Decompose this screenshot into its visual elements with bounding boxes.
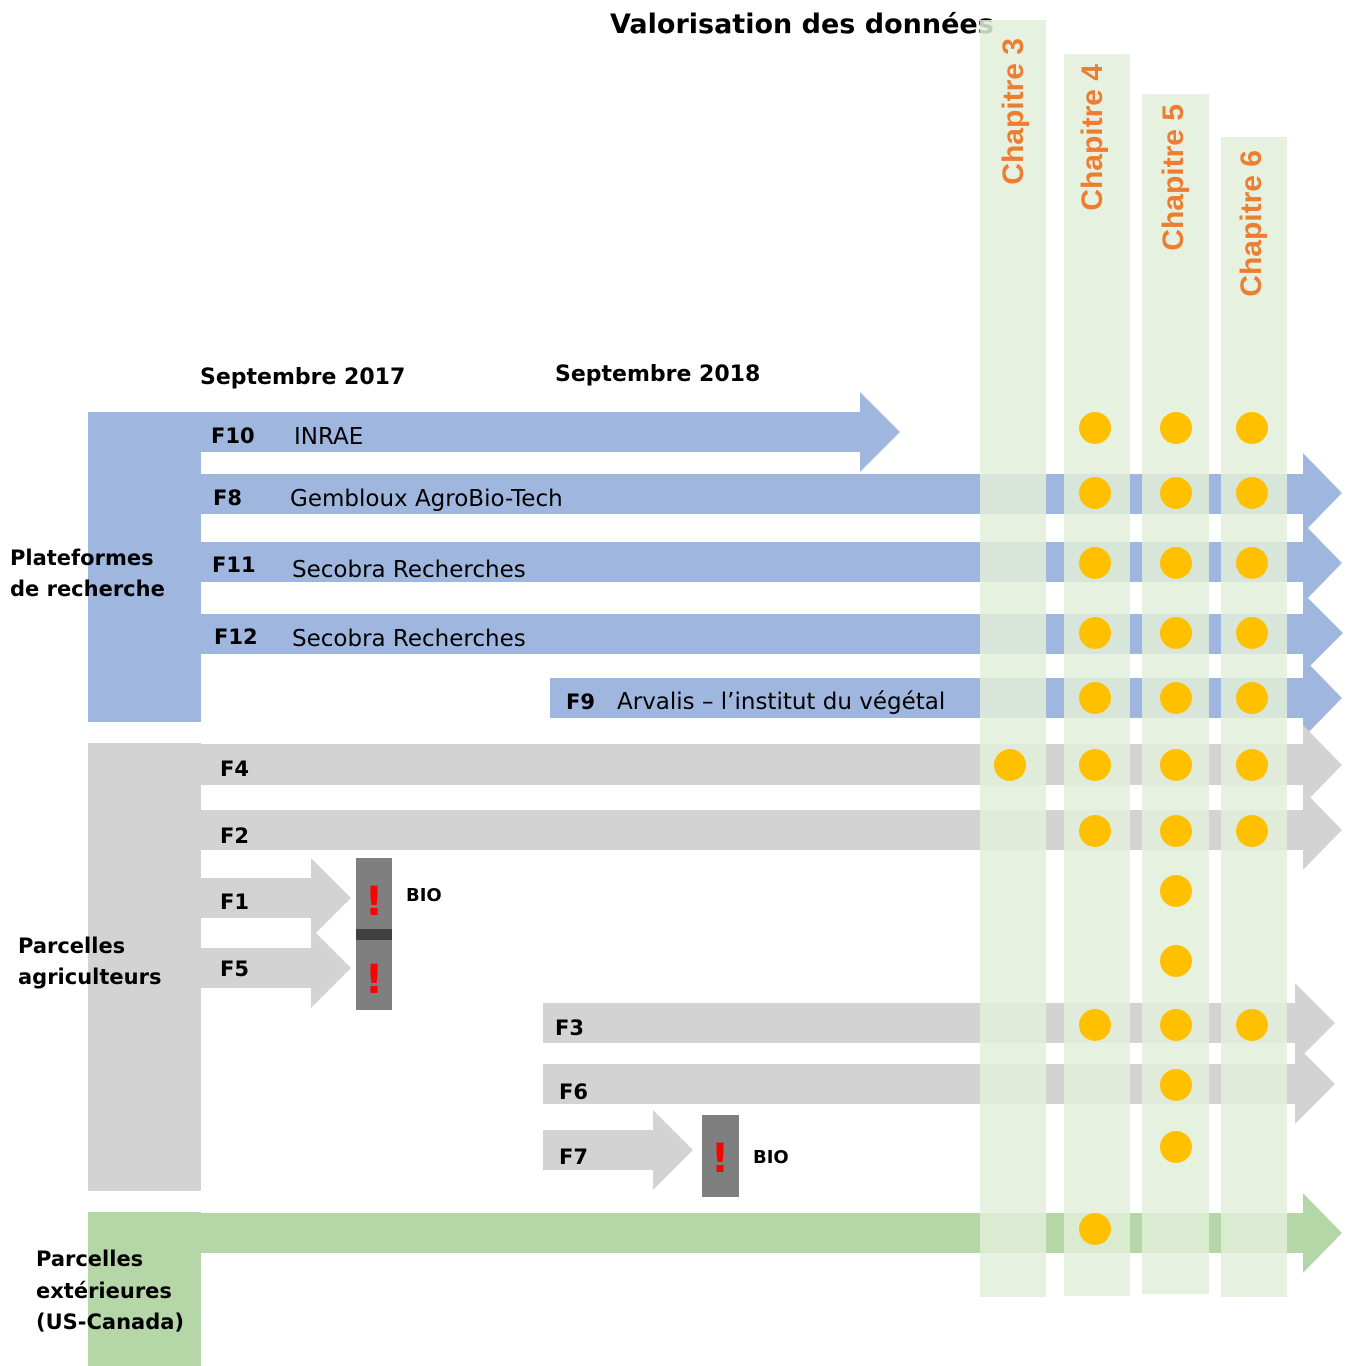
- bio-label-f1: BIO: [406, 885, 442, 906]
- trial-arrow-f11: [201, 523, 1342, 603]
- chapter-usage-dot: [1160, 617, 1192, 649]
- chapter-usage-dot: [1160, 945, 1192, 977]
- chapter-usage-dot: [1236, 617, 1268, 649]
- chapter-usage-dot: [1160, 875, 1192, 907]
- chapter-band-3: [980, 20, 1046, 1297]
- chapter-band-6: [1221, 137, 1287, 1297]
- trial-arrow-f12: [201, 593, 1343, 673]
- group-label-external-line2: extérieures: [36, 1279, 172, 1303]
- group-block-platforms: [88, 412, 201, 722]
- chapter-usage-dot: [1236, 1009, 1268, 1041]
- chapter-usage-dot: [994, 749, 1026, 781]
- chapter-label-5: Chapitre 5: [1157, 104, 1190, 251]
- group-label-farmers-line1: Parcelles: [18, 934, 125, 958]
- group-block-farmers: [88, 743, 201, 1191]
- trial-arrow-f1: [201, 858, 351, 938]
- trial-id-f4: F4: [220, 757, 249, 781]
- trial-id-f10: F10: [211, 424, 255, 448]
- chapter-usage-dot: [1236, 412, 1268, 444]
- chapter-usage-dot: [1079, 1009, 1111, 1041]
- chapter-usage-dot: [1079, 749, 1111, 781]
- chapter-usage-dot: [1236, 477, 1268, 509]
- warning-exclamation-icon: !: [365, 957, 383, 1003]
- date-label-2018: Septembre 2018: [555, 362, 760, 387]
- trial-id-f12: F12: [214, 625, 258, 649]
- trial-name-f11: Secobra Recherches: [292, 557, 526, 583]
- chapter-usage-dot: [1160, 412, 1192, 444]
- chapter-usage-dot: [1236, 682, 1268, 714]
- group-block-external: [88, 1212, 201, 1366]
- chapter-usage-dot: [1160, 749, 1192, 781]
- chapter-usage-dots: [994, 412, 1268, 1245]
- chapter-usage-dot: [1236, 815, 1268, 847]
- chapter-usage-dot: [1160, 1069, 1192, 1101]
- chapter-usage-dot: [1236, 749, 1268, 781]
- chapter-usage-dot: [1160, 682, 1192, 714]
- group-label-external-line1: Parcelles: [36, 1247, 143, 1271]
- chapter-band-4: [1064, 54, 1130, 1296]
- trial-id-f8: F8: [213, 486, 242, 510]
- trial-id-f1: F1: [220, 890, 249, 914]
- chapter-label-3: Chapitre 3: [997, 38, 1030, 185]
- chapter-usage-dot: [1079, 682, 1111, 714]
- trial-arrow-f7: [543, 1110, 693, 1190]
- trial-arrow-f8: [201, 453, 1342, 533]
- bio-label-f7: BIO: [753, 1147, 789, 1168]
- stop-marker-f7: !: [702, 1115, 739, 1197]
- trial-name-f10: INRAE: [294, 424, 363, 450]
- diagram-title: Valorisation des données: [610, 9, 994, 40]
- trial-arrow-f6: [543, 1044, 1335, 1124]
- trial-id-f11: F11: [212, 553, 256, 577]
- chapter-usage-dot: [1160, 1131, 1192, 1163]
- trial-arrow-f5: [201, 928, 351, 1008]
- group-label-farmers-line2: agriculteurs: [18, 965, 161, 989]
- trial-arrow-f10: [201, 392, 900, 472]
- chapter-usage-dot: [1079, 412, 1111, 444]
- trial-id-f5: F5: [220, 957, 249, 981]
- chapter-usage-dot: [1079, 477, 1111, 509]
- chapter-usage-dot: [1160, 1009, 1192, 1041]
- trial-arrow-external: [201, 1193, 1342, 1273]
- chapter-label-6: Chapitre 6: [1235, 150, 1268, 297]
- trial-id-f7: F7: [559, 1145, 588, 1169]
- chapter-usage-dot: [1160, 815, 1192, 847]
- trial-id-f2: F2: [220, 824, 249, 848]
- stop-marker-f1-f5: ! !: [356, 858, 392, 1010]
- group-label-platforms-line1: Plateformes: [10, 546, 154, 570]
- stop-bar-divider: [356, 929, 392, 940]
- group-label-platforms-line2: de recherche: [10, 577, 165, 601]
- stop-bar: [702, 1115, 739, 1197]
- warning-exclamation-icon: !: [365, 879, 383, 925]
- trial-arrow-f4: [201, 725, 1342, 805]
- trial-arrow-f3: [543, 983, 1335, 1063]
- chapter-usage-dot: [1079, 815, 1111, 847]
- date-label-start: Septembre 2017: [200, 365, 405, 390]
- chapter-label-4: Chapitre 4: [1076, 64, 1109, 211]
- chapter-usage-dot: [1079, 547, 1111, 579]
- trial-id-f3: F3: [555, 1016, 584, 1040]
- group-label-external-line3: (US-Canada): [36, 1310, 184, 1334]
- trial-arrow-f2: [201, 790, 1342, 870]
- trial-name-f9: Arvalis – l’institut du végétal: [617, 689, 945, 715]
- chapter-usage-dot: [1160, 477, 1192, 509]
- chapter-usage-dot: [1079, 1213, 1111, 1245]
- chapter-usage-dot: [1079, 617, 1111, 649]
- chapter-usage-dot: [1236, 547, 1268, 579]
- trial-id-f9: F9: [566, 690, 595, 714]
- trial-name-f12: Secobra Recherches: [292, 626, 526, 652]
- trial-name-f8: Gembloux AgroBio-Tech: [290, 486, 563, 512]
- warning-exclamation-icon: !: [711, 1136, 729, 1182]
- chapter-usage-dot: [1160, 547, 1192, 579]
- trial-id-f6: F6: [559, 1080, 588, 1104]
